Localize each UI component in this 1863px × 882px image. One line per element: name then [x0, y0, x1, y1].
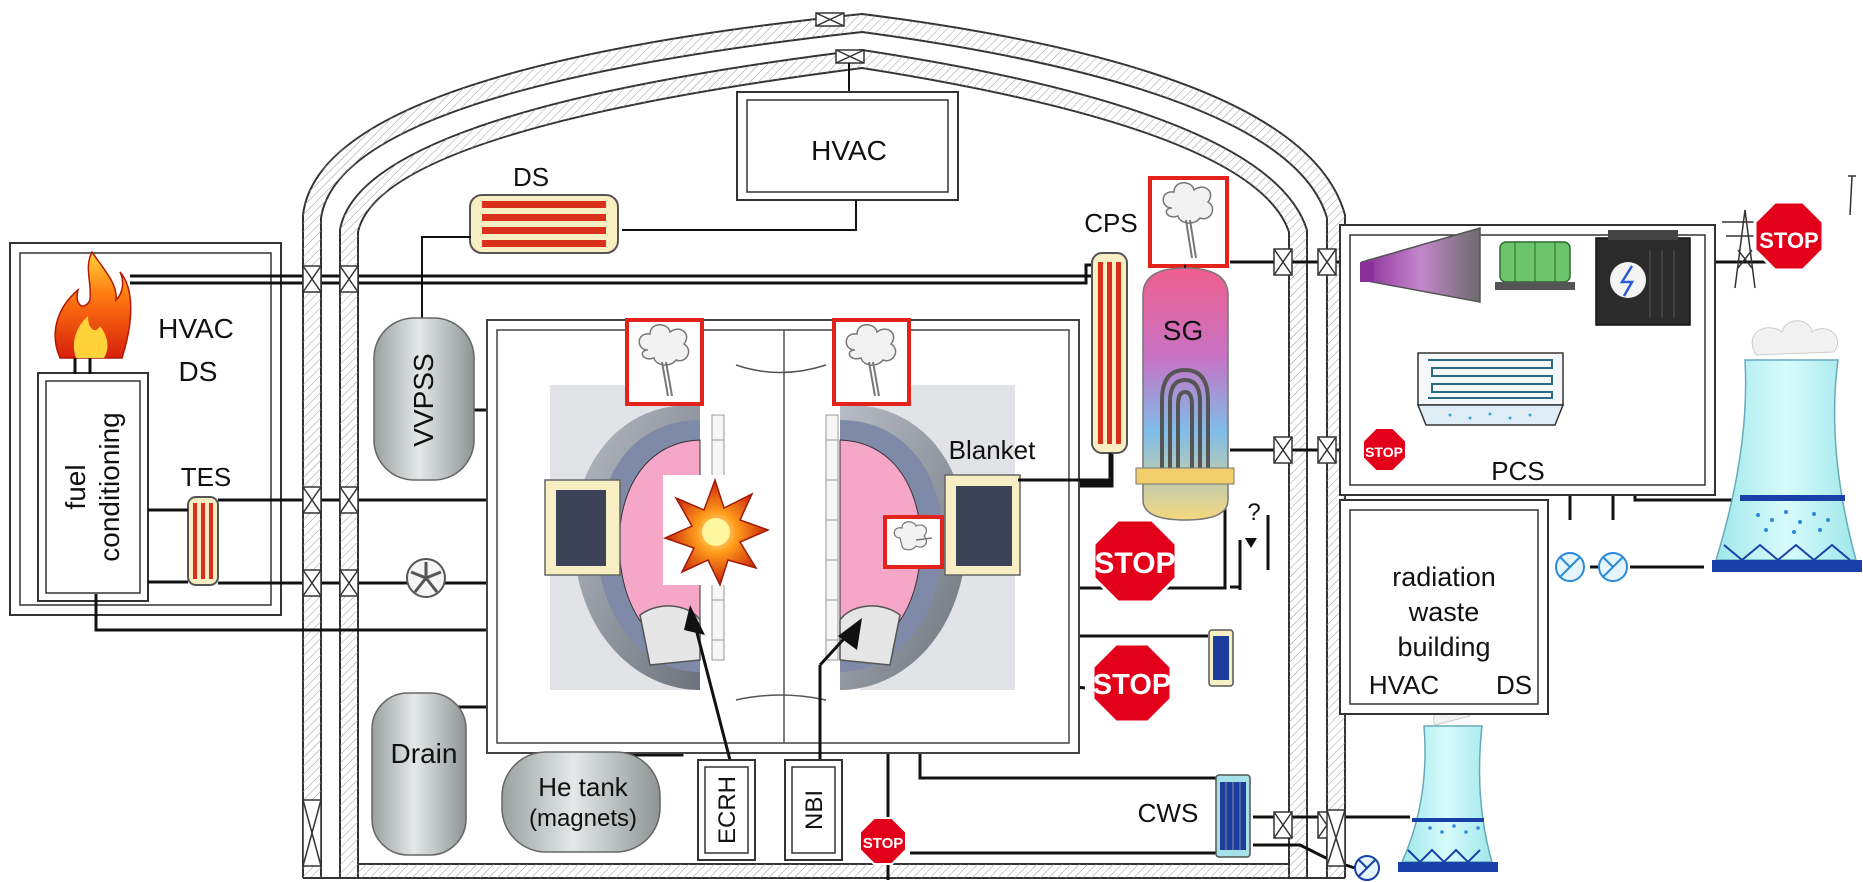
cps-label: CPS	[1084, 208, 1137, 238]
ds-top-heat-exchanger: DS	[470, 162, 618, 253]
valve-icon	[1274, 812, 1292, 838]
stop-sign-grid-text: STOP	[1759, 228, 1819, 253]
steam-release-icon	[885, 517, 942, 567]
cps-heat-exchanger: CPS	[1084, 208, 1137, 453]
fuel-building: fuel conditioning HVAC DS	[10, 243, 281, 615]
sg-label: SG	[1163, 315, 1203, 346]
valve-icon	[1318, 437, 1336, 463]
fan-icon	[407, 559, 445, 597]
fuel-conditioning-label-1: fuel	[60, 464, 91, 509]
steam-release-icon	[627, 320, 702, 404]
hvac-top-box: HVAC	[737, 92, 958, 200]
generator-icon	[1495, 242, 1575, 290]
steam-release-icon	[1150, 178, 1227, 266]
explosion-icon	[663, 475, 768, 585]
steam-generator: SG	[1136, 268, 1234, 520]
dome-valve-outer	[816, 13, 844, 26]
vvpss-label: VVPSS	[408, 353, 439, 446]
valve-icon	[1274, 437, 1292, 463]
pump-icon	[1599, 553, 1627, 581]
stop-sign-pcs-text: STOP	[1365, 444, 1403, 460]
nbi-label: NBI	[801, 790, 828, 830]
stop-sign-cws-text: STOP	[863, 835, 904, 852]
drain-label: Drain	[391, 738, 458, 769]
radwaste-label-3: building	[1397, 632, 1490, 662]
he-tank-label-1: He tank	[538, 772, 629, 802]
valve-icon	[340, 266, 358, 292]
drain-tank: Drain	[372, 693, 466, 855]
stop-sign-icon: STOP	[1755, 202, 1823, 270]
ds-left-label: DS	[179, 356, 218, 387]
radwaste-ds-label: DS	[1496, 670, 1532, 700]
he-tank: He tank (magnets)	[502, 752, 660, 852]
blanket-cooler-heat-exchanger	[1209, 630, 1233, 686]
valve-icon	[303, 266, 321, 292]
valve-icon	[303, 487, 321, 513]
stop-sign-icon: STOP	[1094, 520, 1176, 602]
cooling-tower-icon	[1712, 321, 1862, 572]
he-tank-label-2: (magnets)	[529, 805, 637, 832]
valve-icon	[303, 570, 321, 596]
radwaste-hvac-label: HVAC	[1369, 670, 1439, 700]
valve-icon	[1318, 249, 1336, 275]
valve-icon	[1327, 810, 1345, 866]
radwaste-building: radiation waste building HVAC DS	[1340, 500, 1548, 714]
stop-sign-icon: STOP	[860, 818, 906, 864]
ds-top-label: DS	[513, 162, 549, 192]
valve-icon	[340, 487, 358, 513]
stop-sign-blanket-lower-text: STOP	[1093, 669, 1171, 701]
radwaste-label-1: radiation	[1392, 562, 1496, 592]
ecrh-label: ECRH	[714, 776, 741, 844]
ecrh-box: ECRH	[698, 760, 755, 860]
blanket-label: Blanket	[949, 435, 1036, 465]
cws-label: CWS	[1138, 798, 1199, 828]
stop-sign-icon: STOP	[1363, 428, 1406, 471]
fuel-conditioning-label-2: conditioning	[94, 412, 125, 561]
steam-release-icon	[834, 320, 909, 404]
stop-sign-blanket-upper-text: STOP	[1094, 547, 1175, 580]
pump-icon	[1355, 856, 1379, 880]
tes-label: TES	[181, 462, 232, 492]
cooling-tower-icon	[1398, 707, 1498, 872]
dome-valve-inner	[836, 50, 864, 63]
condenser	[1418, 353, 1563, 425]
transformer-icon	[1596, 230, 1690, 325]
question-mark-label: ?	[1247, 499, 1260, 526]
nbi-box: NBI	[785, 760, 842, 860]
hvac-top-label: HVAC	[811, 135, 887, 166]
vvpss-tank: VVPSS	[374, 318, 474, 480]
pcs-label: PCS	[1491, 456, 1544, 486]
stop-sign-icon: STOP	[1093, 644, 1171, 722]
valve-icon	[340, 570, 358, 596]
pump-icon	[1556, 553, 1584, 581]
valve-icon	[303, 800, 321, 866]
radwaste-label-2: waste	[1408, 597, 1480, 627]
hvac-left-label: HVAC	[158, 313, 234, 344]
cws-heat-exchanger: CWS	[1138, 775, 1250, 857]
valve-icon	[1274, 249, 1292, 275]
